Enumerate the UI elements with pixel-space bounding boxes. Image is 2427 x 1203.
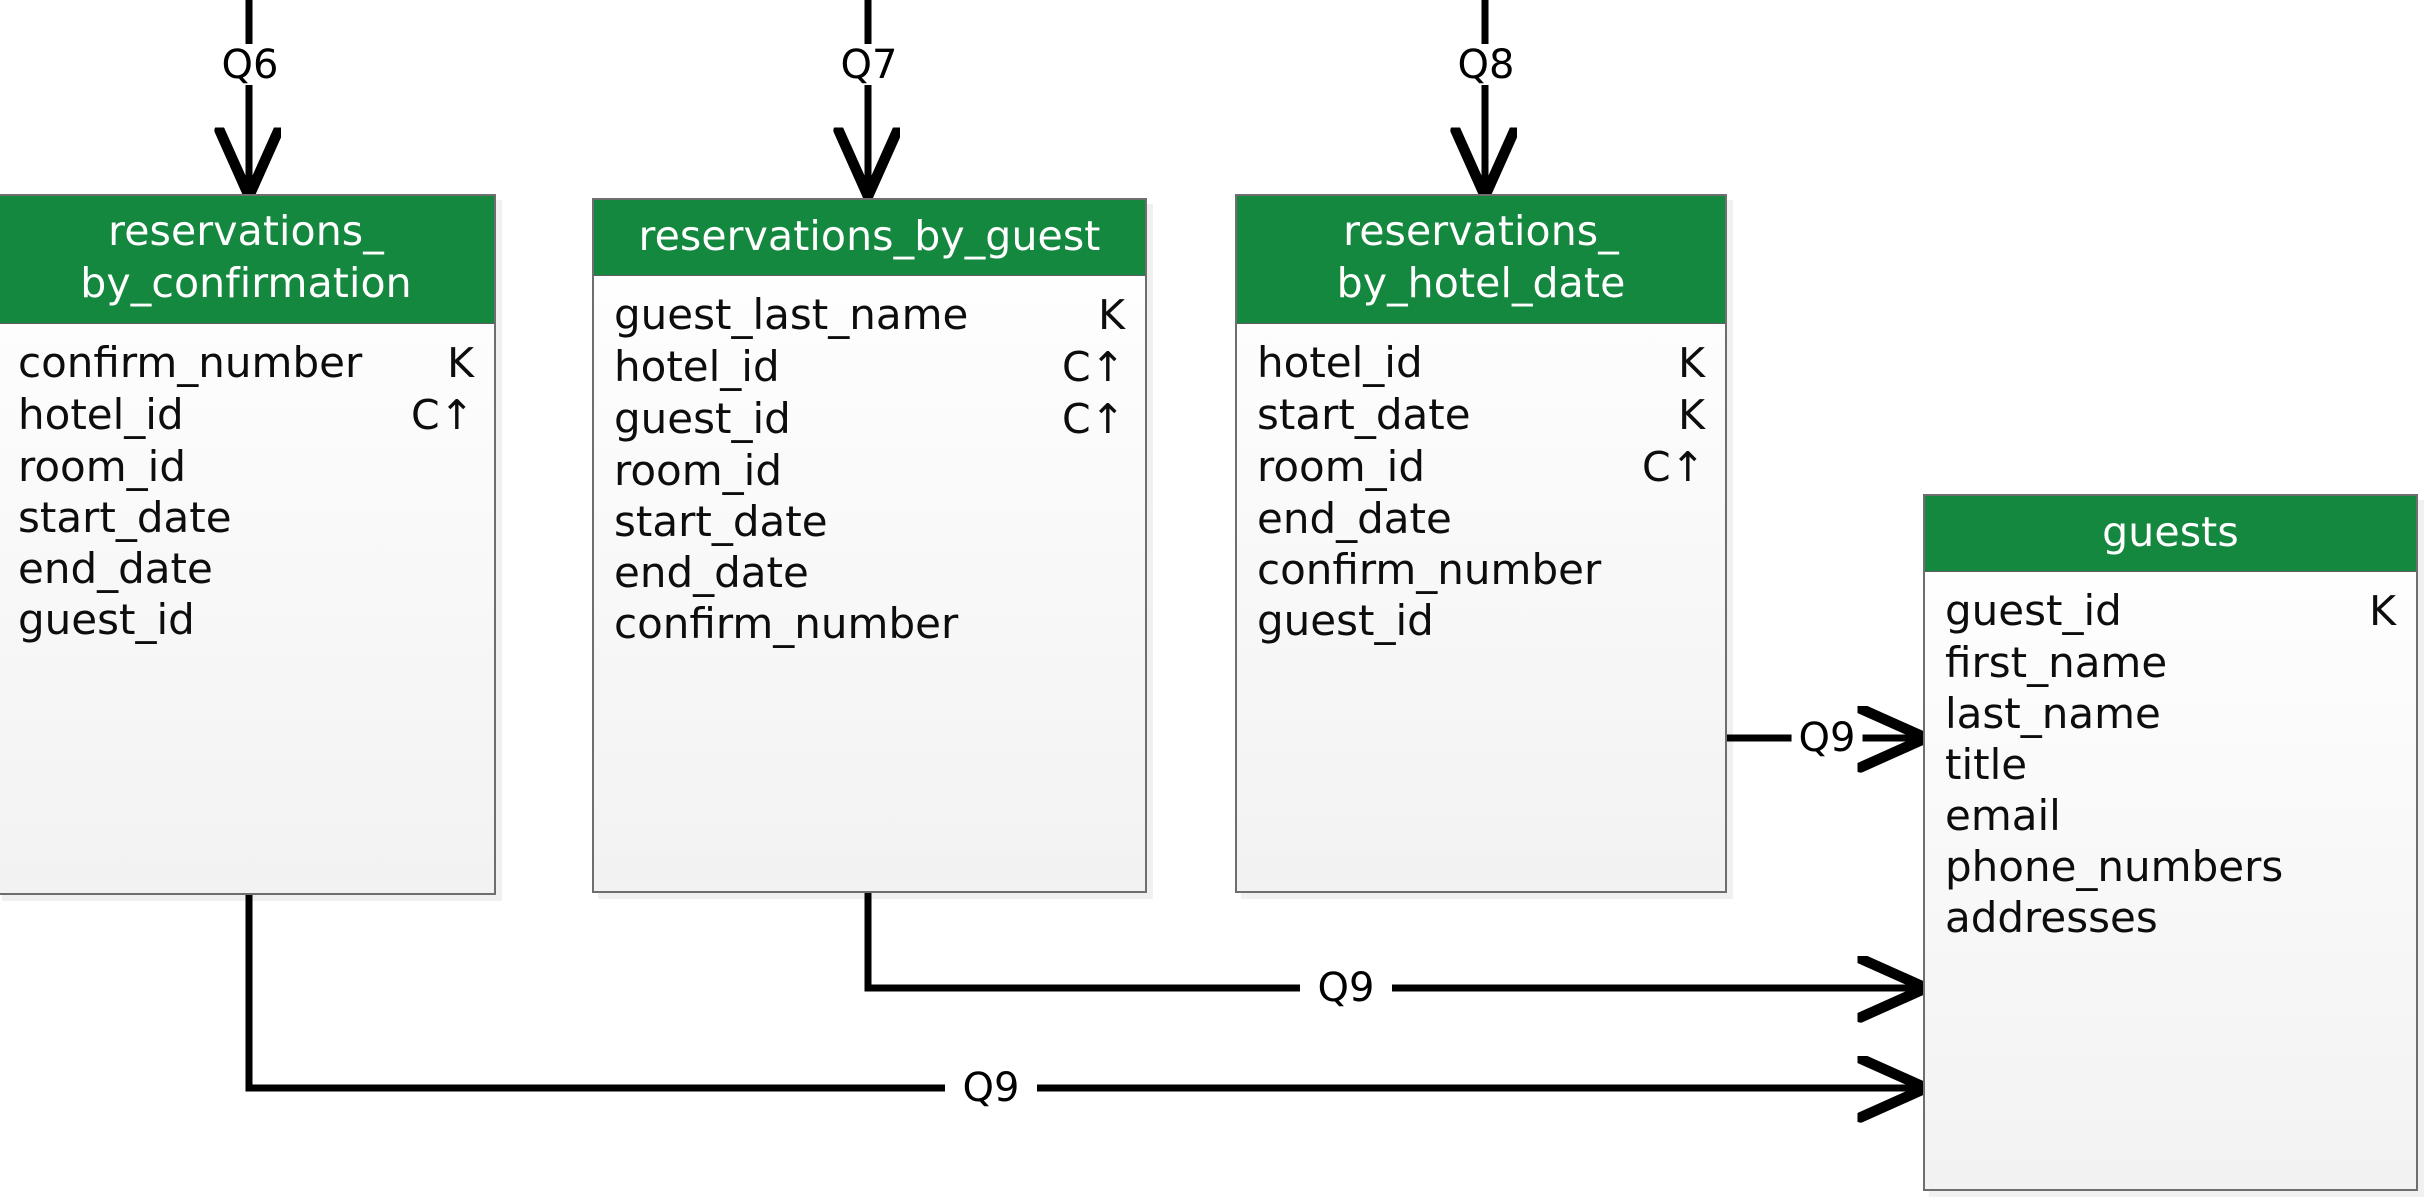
- entity-columns-reservations-by-guest: guest_last_name K hotel_id C↑ guest_id C…: [594, 276, 1145, 665]
- entity-title-reservations-by-confirmation: reservations_ by_confirmation: [0, 196, 494, 324]
- column-row: addresses: [1945, 892, 2396, 943]
- column-row: guest_last_name K: [614, 289, 1125, 341]
- column-row: confirm_number K: [18, 337, 474, 389]
- column-row: hotel_id C↑: [18, 389, 474, 441]
- column-name: title: [1945, 740, 2028, 789]
- column-name: hotel_id: [614, 342, 780, 391]
- entity-reservations-by-hotel-date[interactable]: reservations_ by_hotel_date hotel_id K s…: [1235, 194, 1727, 893]
- column-row: confirm_number: [614, 598, 1125, 649]
- column-row: hotel_id C↑: [614, 341, 1125, 393]
- column-name: room_id: [18, 442, 186, 491]
- edge-q9-by-guest: [864, 893, 1922, 988]
- column-row: room_id: [614, 445, 1125, 496]
- entity-reservations-by-guest[interactable]: reservations_by_guest guest_last_name K …: [592, 198, 1147, 893]
- column-row: end_date: [1257, 493, 1705, 544]
- edge-q9-by-confirmation: [245, 895, 1922, 1088]
- entity-columns-guests: guest_id K first_name last_name title em…: [1925, 572, 2416, 959]
- column-name: phone_numbers: [1945, 842, 2284, 891]
- column-name: start_date: [1257, 390, 1471, 439]
- column-name: guest_id: [614, 394, 791, 443]
- column-key: C↑: [1642, 443, 1705, 491]
- column-name: guest_last_name: [614, 290, 969, 339]
- column-name: guest_id: [1257, 596, 1434, 645]
- column-name: room_id: [1257, 442, 1425, 491]
- entity-title-guests: guests: [1925, 496, 2416, 572]
- column-row: room_id C↑: [1257, 441, 1705, 493]
- column-name: room_id: [614, 446, 782, 495]
- column-row: end_date: [18, 543, 474, 594]
- column-name: end_date: [614, 548, 809, 597]
- edge-label-q9-hotel-date: Q9: [1791, 718, 1863, 758]
- column-name: end_date: [1257, 494, 1452, 543]
- column-name: first_name: [1945, 638, 2168, 687]
- column-key: C↑: [1062, 395, 1125, 443]
- edge-label-q9-by-guest: Q9: [1310, 968, 1382, 1008]
- column-name: confirm_number: [18, 338, 363, 387]
- column-row: phone_numbers: [1945, 841, 2396, 892]
- entity-reservations-by-confirmation[interactable]: reservations_ by_confirmation confirm_nu…: [0, 194, 496, 895]
- column-key: K: [1678, 391, 1705, 439]
- column-name: start_date: [18, 493, 232, 542]
- column-row: guest_id C↑: [614, 393, 1125, 445]
- edge-label-q6: Q6: [214, 45, 286, 85]
- column-key: K: [1098, 291, 1125, 339]
- entity-title-reservations-by-hotel-date: reservations_ by_hotel_date: [1237, 196, 1725, 324]
- column-name: hotel_id: [18, 390, 184, 439]
- column-name: end_date: [18, 544, 213, 593]
- column-row: title: [1945, 739, 2396, 790]
- column-row: start_date: [18, 492, 474, 543]
- column-row: room_id: [18, 441, 474, 492]
- entity-columns-reservations-by-hotel-date: hotel_id K start_date K room_id C↑ end_d…: [1237, 324, 1725, 662]
- column-row: guest_id K: [1945, 585, 2396, 637]
- column-name: addresses: [1945, 893, 2158, 942]
- column-key: C↑: [411, 391, 474, 439]
- edge-label-q9-by-confirmation: Q9: [955, 1068, 1027, 1108]
- column-key: K: [2369, 587, 2396, 635]
- entity-columns-reservations-by-confirmation: confirm_number K hotel_id C↑ room_id sta…: [0, 324, 494, 661]
- column-name: guest_id: [18, 595, 195, 644]
- column-row: start_date K: [1257, 389, 1705, 441]
- column-key: K: [447, 339, 474, 387]
- column-row: email: [1945, 790, 2396, 841]
- column-name: email: [1945, 791, 2061, 840]
- column-name: last_name: [1945, 689, 2161, 738]
- edge-label-q8: Q8: [1450, 45, 1522, 85]
- column-row: guest_id: [18, 594, 474, 645]
- column-name: start_date: [614, 497, 828, 546]
- column-name: confirm_number: [1257, 545, 1602, 594]
- column-row: last_name: [1945, 688, 2396, 739]
- column-name: guest_id: [1945, 586, 2122, 635]
- entity-guests[interactable]: guests guest_id K first_name last_name t…: [1923, 494, 2418, 1191]
- column-key: K: [1678, 339, 1705, 387]
- entity-title-reservations-by-guest: reservations_by_guest: [594, 200, 1145, 276]
- column-row: guest_id: [1257, 595, 1705, 646]
- edge-label-q7: Q7: [833, 45, 905, 85]
- column-row: first_name: [1945, 637, 2396, 688]
- column-key: C↑: [1062, 343, 1125, 391]
- column-row: start_date: [614, 496, 1125, 547]
- column-row: end_date: [614, 547, 1125, 598]
- column-name: confirm_number: [614, 599, 959, 648]
- column-name: hotel_id: [1257, 338, 1423, 387]
- column-row: hotel_id K: [1257, 337, 1705, 389]
- column-row: confirm_number: [1257, 544, 1705, 595]
